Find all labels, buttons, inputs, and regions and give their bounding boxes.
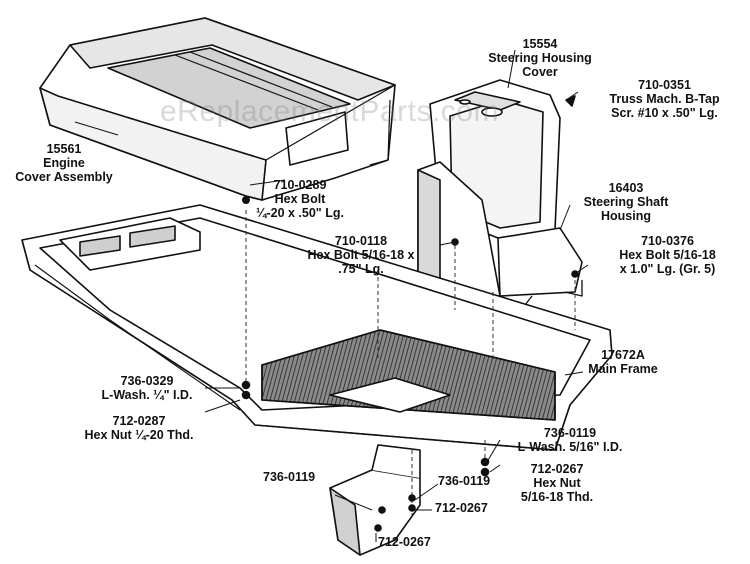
label-16403: 16403 Steering Shaft Housing (566, 181, 686, 223)
label-736-0119-right: 736-0119 L-Wash. 5/16" I.D. (500, 426, 640, 454)
part-name: Hex Nut ¼-20 Thd. (84, 428, 194, 442)
part-name: Engine (43, 156, 85, 170)
part-name: Hex Nut (533, 476, 581, 490)
part-name: 5/16-18 Thd. (520, 490, 594, 504)
watermark: eReplacementParts.com (160, 95, 499, 128)
part-name: x 1.0" Lg. (Gr. 5) (619, 262, 716, 276)
label-710-0376: 710-0376 Hex Bolt 5/16-18 x 1.0" Lg. (Gr… (590, 234, 745, 276)
hex-nut-icon[interactable] (241, 390, 251, 400)
label-736-0119-mid: 736-0119 (438, 474, 508, 488)
label-712-0267-mid: 712-0267 (435, 501, 505, 515)
part-number: 16403 (608, 181, 644, 195)
label-736-0119-left: 736-0119 (263, 470, 333, 484)
hex-bolt-icon[interactable] (242, 196, 251, 205)
label-710-0118: 710-0118 Hex Bolt 5/16-18 x .75" Lg. (286, 234, 436, 276)
part-number: 712-0267 (435, 501, 488, 515)
label-736-0329: 736-0329 L-Wash. ¼" I.D. (92, 374, 202, 402)
part-number: 736-0119 (263, 470, 316, 484)
part-number: 712-0287 (112, 414, 166, 428)
bottom-bracket[interactable] (329, 444, 421, 556)
part-name: ¼-20 x .50" Lg. (256, 206, 344, 220)
main-frame[interactable] (21, 204, 613, 451)
hex-nut-icon[interactable] (374, 524, 382, 532)
washer-icon[interactable] (378, 506, 386, 514)
part-name: Steering Shaft (583, 195, 669, 209)
label-710-0351: 710-0351 Truss Mach. B-Tap Scr. #10 x .5… (582, 78, 747, 120)
part-number: 15554 (522, 37, 558, 51)
part-number: 736-0329 (120, 374, 174, 388)
label-15561: 15561 Engine Cover Assembly (4, 142, 124, 184)
label-712-0267-right: 712-0267 Hex Nut 5/16-18 Thd. (502, 462, 612, 504)
washer-icon[interactable] (480, 457, 490, 467)
hex-nut-icon[interactable] (480, 467, 490, 477)
part-name: Hex Bolt (274, 192, 326, 206)
part-name: Truss Mach. B-Tap (609, 92, 720, 106)
part-name: L-Wash. 5/16" I.D. (517, 440, 623, 454)
part-name: Hex Bolt 5/16-18 (619, 248, 716, 262)
part-number: 710-0289 (273, 178, 327, 192)
label-15554: 15554 Steering Housing Cover (470, 37, 610, 79)
washer-icon[interactable] (408, 494, 416, 502)
washer-icon[interactable] (241, 380, 251, 390)
part-number: 710-0351 (638, 78, 691, 92)
part-name: Housing (601, 209, 651, 223)
part-name: L-Wash. ¼" I.D. (101, 388, 193, 402)
hex-nut-icon[interactable] (408, 504, 416, 512)
part-name: Cover (522, 65, 558, 79)
truss-screw-icon[interactable] (565, 95, 576, 107)
part-name: Steering Housing (488, 51, 592, 65)
engine-cover-assembly[interactable] (39, 17, 396, 201)
part-name: Cover Assembly (15, 170, 113, 184)
part-number: 712-0267 (530, 462, 584, 476)
label-712-0267-bottom: 712-0267 (378, 535, 448, 549)
part-name: Main Frame (588, 362, 658, 376)
part-number: 736-0119 (543, 426, 597, 440)
part-name: Scr. #10 x .50" Lg. (611, 106, 718, 120)
part-name: Hex Bolt 5/16-18 x (307, 248, 415, 262)
label-710-0289: 710-0289 Hex Bolt ¼-20 x .50" Lg. (250, 178, 350, 220)
part-number: 712-0267 (378, 535, 431, 549)
part-number: 736-0119 (438, 474, 491, 488)
label-17672A: 17672A Main Frame (583, 348, 663, 376)
part-number: 15561 (46, 142, 82, 156)
part-name: .75" Lg. (338, 262, 384, 276)
label-712-0287: 712-0287 Hex Nut ¼-20 Thd. (74, 414, 204, 442)
part-number: 710-0118 (334, 234, 388, 248)
part-number: 710-0376 (641, 234, 694, 248)
part-number: 17672A (601, 348, 645, 362)
